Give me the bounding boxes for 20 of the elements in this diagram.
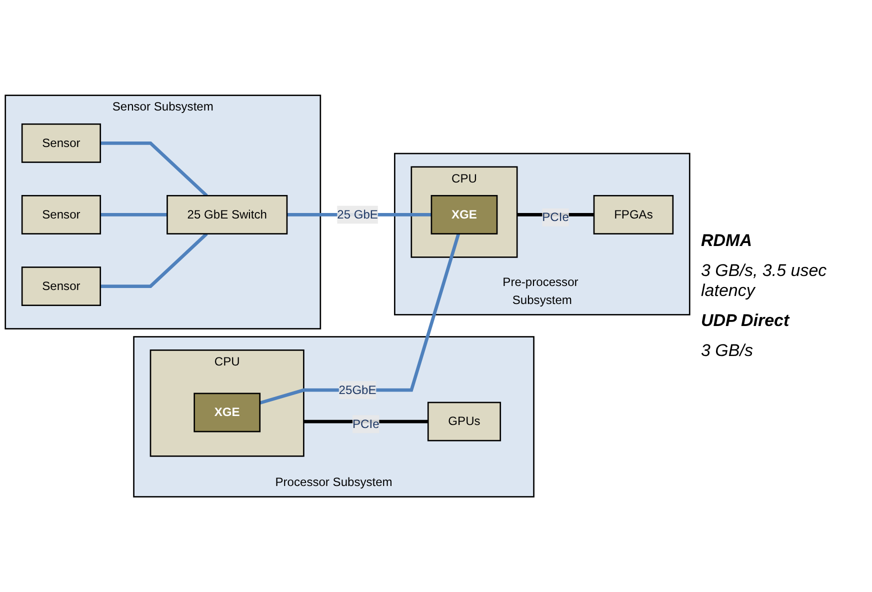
connector — [100, 212, 168, 216]
component-box: GPUs — [427, 402, 502, 442]
link-note: 3 GB/s, 3.5 usec latency — [701, 261, 828, 301]
component-box: Sensor — [21, 266, 102, 306]
component-box: 25 GbE Switch — [166, 194, 288, 234]
component-box: Sensor — [21, 123, 102, 163]
component-box: XGE — [430, 194, 498, 234]
link-note: 3 GB/s — [701, 341, 754, 361]
connector — [100, 141, 208, 197]
link-note: RDMA — [701, 231, 753, 251]
component-box: Sensor — [21, 194, 102, 234]
component-box: FPGAs — [593, 194, 674, 234]
edge-label: 25GbE — [338, 381, 376, 400]
component-box: XGE — [194, 392, 261, 432]
link-note: UDP Direct — [701, 311, 791, 331]
connector — [259, 233, 460, 404]
edge-label: PCIe — [352, 415, 380, 434]
connector — [100, 232, 208, 288]
edge-label: 25 GbE — [337, 206, 378, 224]
edge-label: PCIe — [542, 208, 569, 226]
